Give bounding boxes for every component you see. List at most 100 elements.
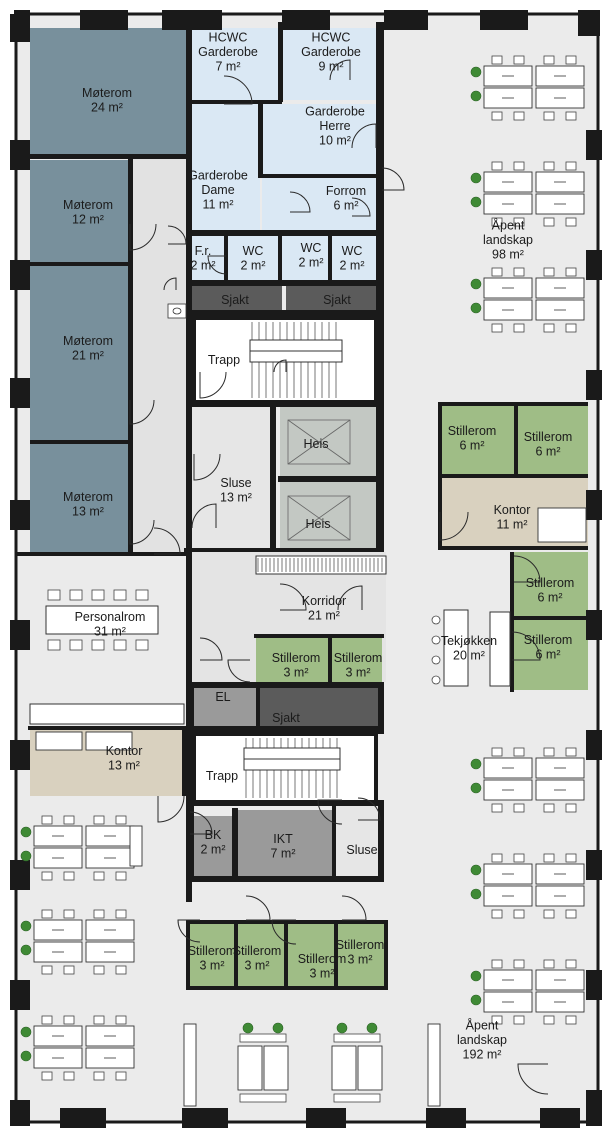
wall-5: [258, 174, 380, 178]
door-25: [317, 799, 343, 825]
room-label-sluse-1-name: Sluse: [220, 476, 251, 490]
room-label-trapp-2-name: Trapp: [206, 769, 238, 783]
room-label-sjakt-1-name: Sjakt: [221, 293, 249, 307]
shelf-0: [183, 1023, 197, 1107]
wall-7: [186, 280, 384, 286]
room-label-wc-2-area: 2 m²: [299, 255, 324, 269]
window-block-21: [586, 610, 602, 640]
kitchen-bench: [489, 611, 511, 687]
room-label-stillerom-e-area: 3 m²: [284, 665, 309, 679]
wall-40: [378, 800, 384, 880]
desk-cluster-0: [470, 55, 585, 121]
door-0: [223, 75, 253, 105]
room-garderobe-herre: [262, 104, 380, 176]
shelf-2: [129, 825, 143, 867]
door-8: [351, 197, 371, 217]
room-label-wc-3-area: 2 m²: [340, 258, 365, 272]
window-block-12: [10, 620, 30, 650]
wall-18: [30, 262, 132, 266]
room-label-moterom-21-name: Møterom: [63, 334, 113, 348]
window-block-20: [586, 490, 602, 520]
window-block-14: [10, 860, 30, 890]
door-10: [199, 371, 227, 399]
room-hcwc-7: [190, 28, 278, 100]
window-block-29: [426, 1108, 466, 1128]
room-heis-1: [280, 406, 378, 476]
wall-26: [510, 552, 514, 692]
room-moterom-12: [30, 160, 132, 264]
room-label-stillerom-e-name: Stillerom: [272, 651, 321, 665]
room-label-hcwc-7-area: 7 m²: [216, 60, 241, 74]
room-label-tekjokken-name: Tekjøkken: [441, 634, 497, 648]
window-block-16: [10, 1100, 30, 1126]
room-label-garderobe-herre-name: Garderobe: [305, 105, 365, 119]
desk-cluster-7: [20, 909, 135, 975]
window-block-28: [306, 1108, 346, 1128]
room-label-stillerom-b-area: 6 m²: [536, 444, 561, 458]
room-label-apent-98-name2: landskap: [483, 233, 533, 247]
room-label-stillerom-b-name: Stillerom: [524, 430, 573, 444]
wall-34: [186, 726, 384, 734]
wall-23: [514, 402, 518, 476]
desk-cluster-5: [470, 959, 585, 1025]
window-block-2: [162, 10, 222, 30]
wall-8: [186, 310, 384, 318]
room-label-sluse-1-area: 13 m²: [220, 490, 252, 504]
wall-36: [182, 726, 186, 796]
room-label-stillerom-f-name: Stillerom: [334, 651, 383, 665]
room-label-fr-name: F.r.: [195, 244, 212, 258]
door-19: [153, 527, 181, 555]
room-label-forrom-name: Forrom: [326, 184, 366, 198]
room-hcwc-9: [282, 28, 380, 100]
room-label-apent-98-area: 98 m²: [492, 248, 524, 262]
room-label-hcwc-9-name2: Garderobe: [301, 45, 361, 59]
desk-pair-0: [237, 1022, 289, 1103]
window-block-25: [586, 1090, 602, 1126]
wall-25: [438, 546, 588, 550]
window-block-19: [586, 370, 602, 400]
room-stillerom-b: [518, 406, 588, 474]
ventilation-grille: [255, 555, 387, 575]
wall-2: [186, 100, 282, 104]
room-moterom-13: [30, 444, 132, 552]
wall-21: [438, 402, 588, 406]
window-block-13: [10, 740, 30, 770]
room-label-stillerom-i-area: 3 m²: [310, 966, 335, 980]
room-label-moterom-24-area: 24 m²: [91, 100, 123, 114]
wall-33: [378, 682, 384, 728]
door-24: [157, 795, 185, 823]
window-block-3: [282, 10, 330, 30]
wall-29: [328, 634, 332, 684]
wall-12: [186, 402, 382, 407]
wall-15: [184, 548, 384, 552]
room-sjakt-1: [190, 284, 282, 310]
room-label-fr-area: 2 m²: [191, 258, 216, 272]
room-label-korridor-name: Korridor: [302, 594, 346, 608]
room-sluse-1: [190, 406, 274, 552]
kontor-13-desks: [35, 731, 133, 751]
wall-47: [186, 920, 190, 986]
door-23: [337, 585, 363, 611]
room-label-forrom-area: 6 m²: [334, 198, 359, 212]
window-block-1: [80, 10, 128, 30]
window-block-11: [10, 500, 30, 530]
kitchen-counter: [443, 609, 469, 687]
wall-48: [384, 920, 388, 990]
window-block-8: [10, 140, 30, 170]
wall-45: [284, 920, 288, 986]
room-label-el-name: EL: [215, 690, 230, 704]
room-label-stillerom-g-area: 3 m²: [200, 958, 225, 972]
door-16: [439, 511, 469, 541]
room-stillerom-c: [514, 552, 588, 616]
room-label-wc-1-name: WC: [243, 244, 264, 258]
room-label-tekjokken-area: 20 m²: [453, 648, 485, 662]
desk-cluster-8: [20, 1015, 135, 1081]
room-forrom: [262, 178, 380, 232]
door-15: [191, 503, 217, 529]
window-block-18: [586, 250, 602, 280]
room-label-garderobe-herre-name2: Herre: [319, 119, 350, 133]
room-label-stillerom-d-name: Stillerom: [524, 633, 573, 647]
room-label-ikt-name: IKT: [273, 832, 293, 846]
room-stillerom-a: [440, 406, 516, 474]
